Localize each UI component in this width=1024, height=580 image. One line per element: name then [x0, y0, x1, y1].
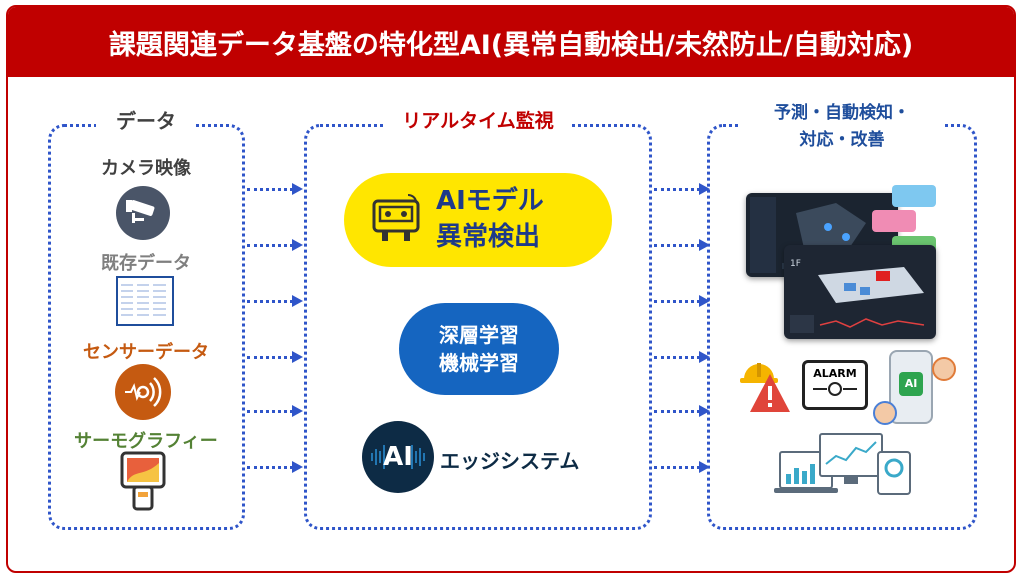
devices-analytics-image [774, 430, 916, 498]
data-table-icon [116, 276, 174, 326]
camera-label: カメラ映像 [101, 158, 191, 179]
chat-bubble-icon [872, 210, 916, 232]
anomaly-detection-label: 異常検出 [436, 222, 541, 252]
user-avatar-icon [873, 401, 897, 425]
thermography-label: サーモグラフィー [74, 431, 218, 452]
prediction-title-line1: 予測・自動検知・ [774, 103, 910, 123]
sensor-data-label: センサーデータ [83, 342, 209, 363]
flow-arrow [247, 461, 303, 473]
deep-learning-label: 深層学習 [439, 323, 519, 347]
prediction-panel-title: 予測・自動検知・ 対応・改善 [740, 100, 944, 154]
deep-learning-box: 深層学習 機械学習 [399, 303, 559, 395]
monitoring-panel-title: リアルタイム監視 [384, 104, 572, 138]
user-avatar-icon [932, 357, 956, 381]
edge-ai-badge: AI [383, 442, 413, 472]
data-panel-title: データ [96, 103, 196, 139]
page-title: 課題関連データ基盤の特化型AI(異常自動検出/未然防止/自動対応) [8, 7, 1014, 77]
phone-ai-badge: AI [904, 377, 918, 390]
sensor-icon [115, 364, 171, 420]
ai-device-icon [368, 193, 424, 247]
flow-arrow [654, 461, 710, 473]
main-frame: 課題関連データ基盤の特化型AI(異常自動検出/未然防止/自動対応) [6, 5, 1016, 573]
cctv-camera-icon [116, 186, 170, 240]
flow-arrow [247, 351, 303, 363]
flow-arrow [654, 183, 710, 195]
flow-arrow [654, 405, 710, 417]
flow-arrow [247, 239, 303, 251]
flow-arrow [247, 295, 303, 307]
dashboard-floor-image: 1F [784, 245, 936, 339]
flow-arrow [247, 405, 303, 417]
flow-arrow [247, 183, 303, 195]
flow-arrow [654, 351, 710, 363]
ai-model-label: AIモデル [436, 186, 544, 216]
edge-system-label: エッジシステム [440, 449, 580, 473]
ai-model-box: AIモデル 異常検出 [344, 173, 612, 267]
smartphone-ai-icon: AI [889, 350, 933, 424]
edge-ai-icon: AI [362, 421, 434, 493]
warning-icon [748, 372, 792, 414]
chat-bubble-icon [892, 185, 936, 207]
flow-arrow [654, 295, 710, 307]
alarm-icon: ALARM [802, 360, 868, 410]
existing-data-label: 既存データ [101, 253, 191, 274]
prediction-title-line2: 対応・改善 [799, 130, 885, 150]
flow-arrow [654, 239, 710, 251]
thermography-icon [120, 451, 166, 513]
alarm-label: ALARM [813, 367, 857, 380]
floor-label: 1F [790, 259, 801, 269]
machine-learning-label: 機械学習 [439, 351, 519, 375]
